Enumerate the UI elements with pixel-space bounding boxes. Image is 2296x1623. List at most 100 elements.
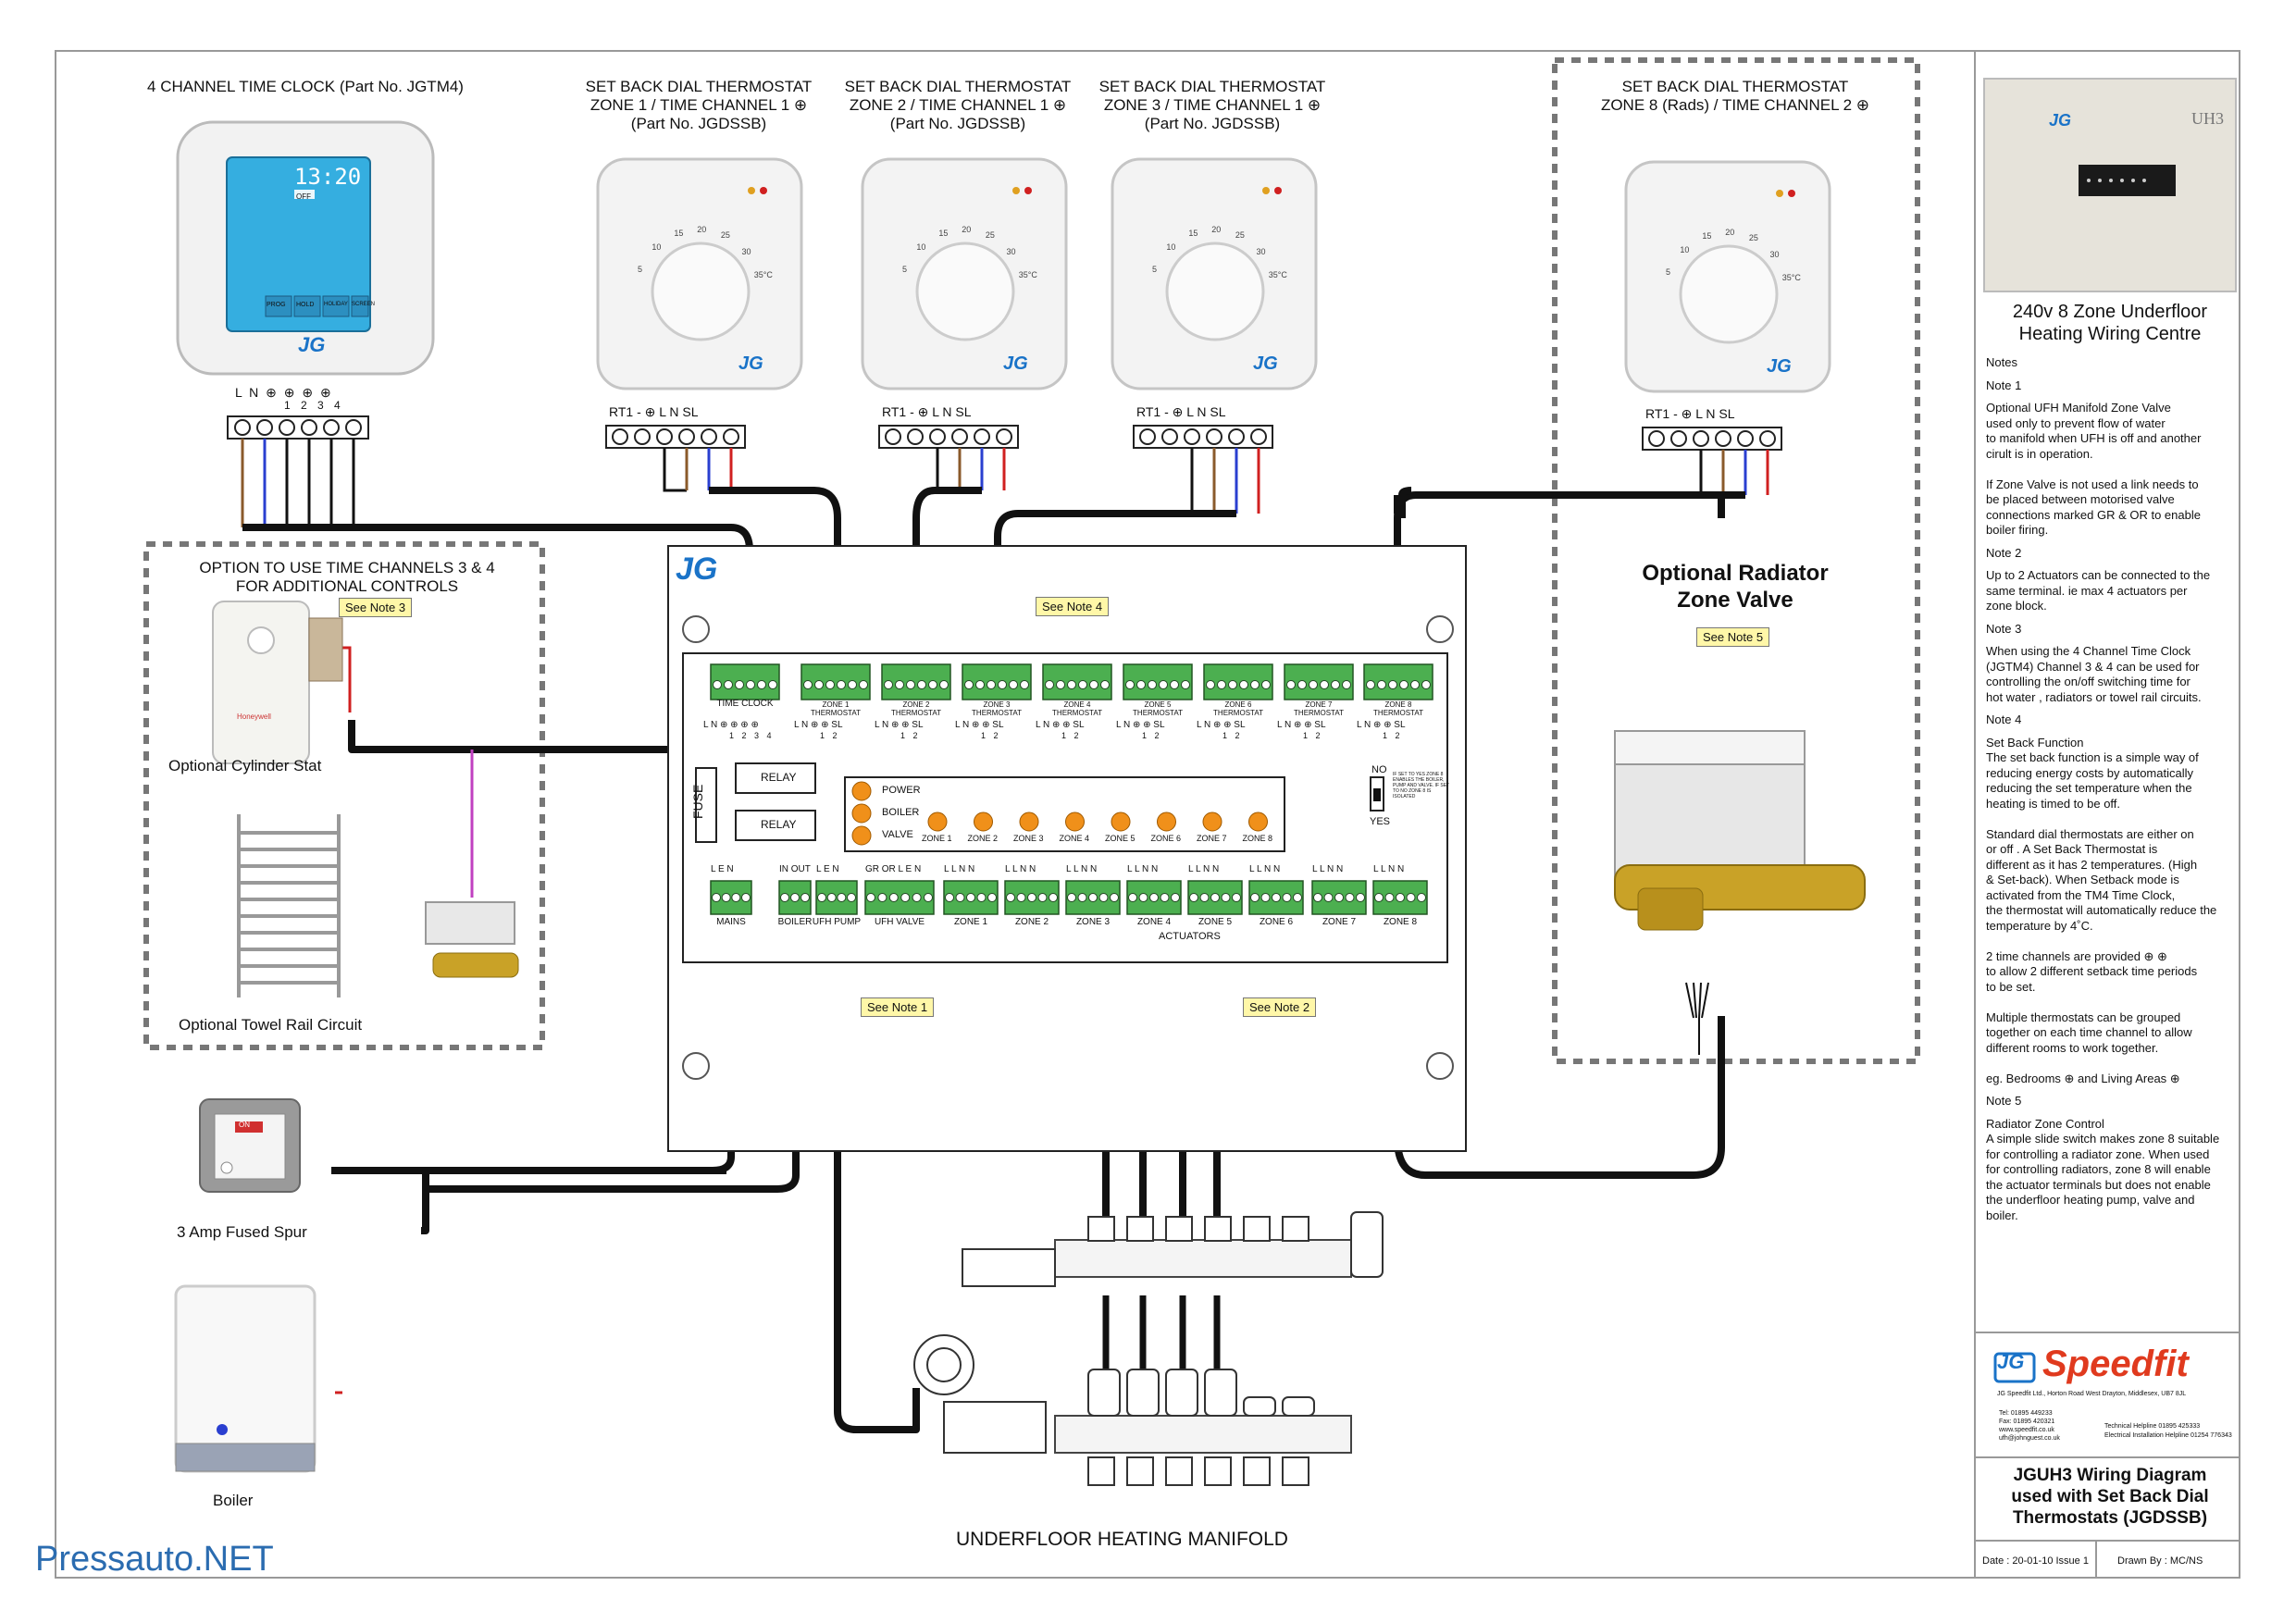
terminal-screw xyxy=(1006,893,1015,902)
terminal-screw xyxy=(790,893,800,902)
zone-led-label: ZONE 3 xyxy=(1013,834,1044,843)
title-block-email[interactable]: ufh@johnguest.co.uk xyxy=(1999,1435,2060,1442)
wiring-centre-model: UH3 xyxy=(2191,109,2224,128)
fused-spur-switch-text: ON xyxy=(239,1121,250,1129)
fused-spur-device xyxy=(199,1098,301,1193)
terminal-screw xyxy=(1136,680,1146,689)
dial-scale-label: 35°C xyxy=(753,269,773,279)
terminal-screw xyxy=(884,680,893,689)
title-block-web[interactable]: www.speedfit.co.uk xyxy=(1999,1427,2054,1433)
time-clock-button-prog[interactable]: PROG xyxy=(267,302,286,308)
terminal-screw xyxy=(1100,680,1110,689)
status-led-boiler xyxy=(851,803,872,824)
top-block-pins-6: L N ⊕ ⊕ SL xyxy=(1116,720,1165,730)
terminal-screw xyxy=(1189,893,1198,902)
terminal-screw xyxy=(1286,680,1296,689)
dial-scale-label: 30 xyxy=(1256,246,1266,256)
dial-scale-label: 10 xyxy=(916,242,926,253)
terminal-screw xyxy=(1388,680,1397,689)
bottom-block-label-2: BOILER xyxy=(777,917,813,927)
cylinder-stat-label: Optional Cylinder Stat xyxy=(168,757,322,774)
cylinder-stat-device xyxy=(212,601,343,764)
terminal-screw xyxy=(1098,893,1109,902)
board-switch-yes[interactable]: YES xyxy=(1370,816,1391,827)
board-terminal-blocks xyxy=(710,663,1433,915)
terminal-screw xyxy=(1228,680,1237,689)
bottom-block-pins-6: L L N N xyxy=(1005,864,1036,874)
dial-scale-label: 30 xyxy=(741,246,751,256)
title-block-brand: Speedfit xyxy=(2042,1344,2189,1384)
thermostat-3-terminal-labels: RT1 - ⊕ L N SL xyxy=(1136,404,1226,419)
terminal-screw xyxy=(1009,680,1018,689)
zone-led-5 xyxy=(1111,812,1131,832)
bottom-block-pins-11: L L N N xyxy=(1312,864,1344,874)
title-block-drawn-by: Drawn By : MC/NS xyxy=(2117,1555,2203,1567)
top-block-numbers-3: 1 2 xyxy=(900,731,918,740)
thermostat-2-device xyxy=(861,157,1068,390)
dial-scale-label: 15 xyxy=(938,228,949,238)
terminal-screw xyxy=(987,680,996,689)
see-note-4: See Note 4 xyxy=(1036,597,1110,616)
title-block-elec-helpline: Electrical Installation Helpline 01254 7… xyxy=(2104,1432,2232,1439)
dial-scale-label: 10 xyxy=(1166,242,1176,253)
terminal-screw xyxy=(1293,893,1302,902)
time-clock-button-hold[interactable]: HOLD xyxy=(296,302,315,308)
top-terminal-block-6 xyxy=(1123,663,1193,700)
dial-scale-label: 25 xyxy=(720,230,730,241)
terminal-screw xyxy=(1171,893,1180,902)
terminal-screw xyxy=(1417,893,1426,902)
towel-rail-label: Optional Towel Rail Circuit xyxy=(179,1016,363,1034)
top-block-numbers-2: 1 2 xyxy=(820,731,838,740)
time-clock-button-screen[interactable]: SCREEN xyxy=(352,302,376,307)
top-block-label-1: TIME CLOCK xyxy=(716,699,774,709)
thermostat-2-terminal-labels: RT1 - ⊕ L N SL xyxy=(882,404,972,419)
dial-scale-label: 25 xyxy=(1235,230,1245,241)
zone-led-7 xyxy=(1202,812,1222,832)
thermostat-2-logo: JG xyxy=(1003,353,1028,374)
terminal-screw xyxy=(1239,680,1248,689)
terminal-screw xyxy=(906,680,915,689)
terminal-screw xyxy=(1331,680,1340,689)
top-terminal-block-7 xyxy=(1203,663,1273,700)
terminal-screw xyxy=(1410,680,1420,689)
thermostat-tails xyxy=(241,439,1769,527)
terminal-screw xyxy=(724,680,733,689)
terminal-screw xyxy=(888,893,899,902)
terminal-screw xyxy=(768,680,777,689)
top-terminal-block-9 xyxy=(1363,663,1433,700)
terminal-screw xyxy=(1334,893,1344,902)
time-clock-button-holiday[interactable]: HOLIDAY xyxy=(324,302,348,307)
title-block-jg: JG xyxy=(1997,1350,2025,1373)
terminal-screw xyxy=(1148,680,1157,689)
terminal-screw xyxy=(1067,893,1076,902)
terminal-screw xyxy=(735,680,744,689)
drawing-frame xyxy=(55,50,2240,1579)
bottom-block-pins-9: L L N N xyxy=(1188,864,1220,874)
note-5-title: Note 5 xyxy=(1986,1094,2022,1108)
terminal-screw xyxy=(939,680,949,689)
speedfit-logo-mark xyxy=(1993,1352,2036,1383)
terminal-screw xyxy=(1027,893,1036,902)
top-terminal-block-1 xyxy=(710,663,780,700)
terminal-screw xyxy=(814,680,824,689)
terminal-screw xyxy=(966,893,975,902)
dial-scale-label: 30 xyxy=(1006,246,1016,256)
top-block-pins-3: L N ⊕ ⊕ SL xyxy=(875,720,924,730)
terminal-screw xyxy=(1110,893,1119,902)
dial-scale-label: 15 xyxy=(1188,228,1198,238)
zone-led-8 xyxy=(1248,812,1268,832)
top-terminal-block-4 xyxy=(962,663,1032,700)
zone-led-label: ZONE 4 xyxy=(1059,834,1090,843)
board-leds xyxy=(851,781,1268,846)
bottom-block-pins-8: L L N N xyxy=(1127,864,1159,874)
thermostat-3-terminal-strip xyxy=(1133,425,1273,449)
zone-led-2 xyxy=(974,812,993,832)
title-block-date: Date : 20-01-10 Issue 1 xyxy=(1982,1555,2089,1567)
